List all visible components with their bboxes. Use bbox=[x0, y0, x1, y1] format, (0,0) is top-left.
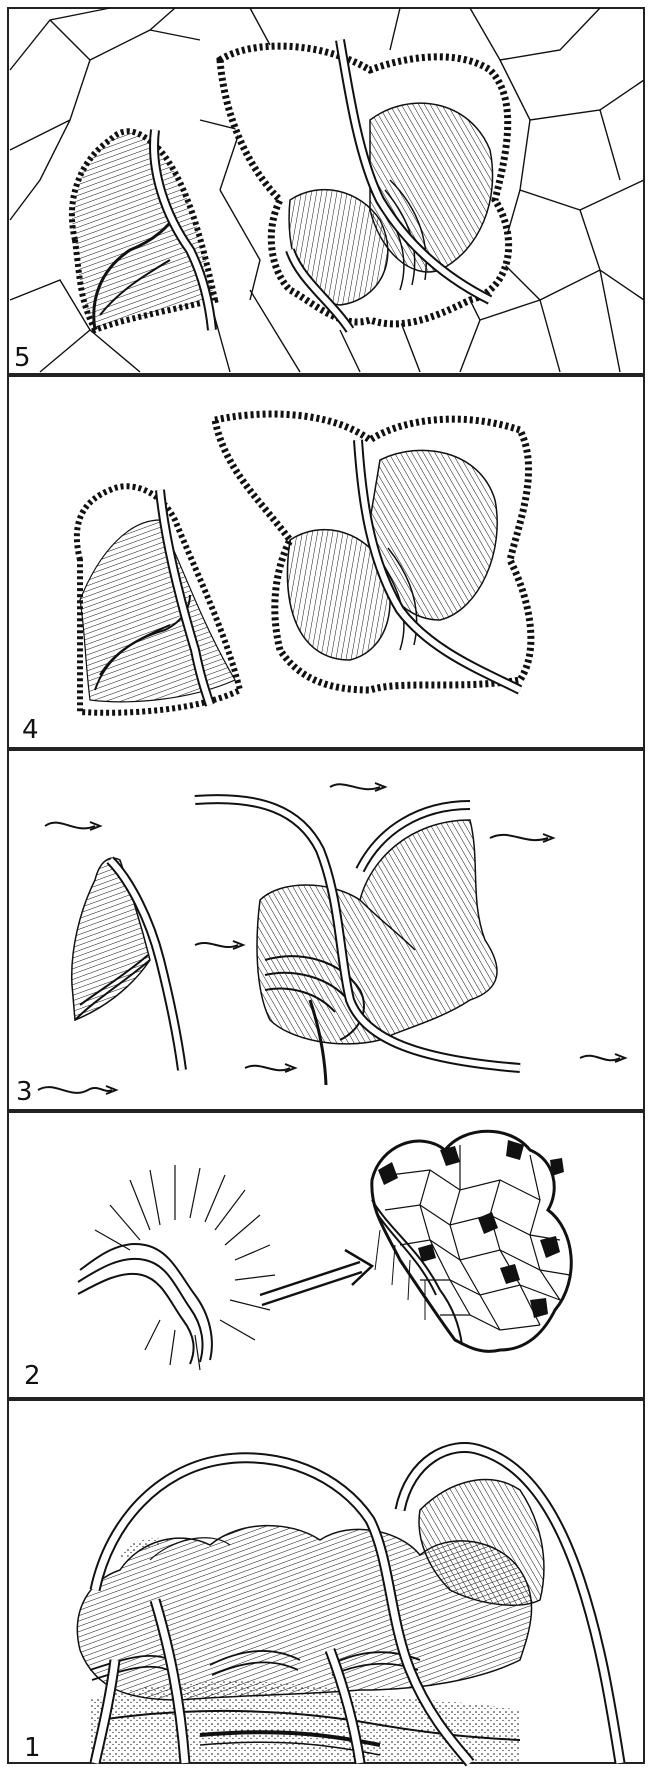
panel-3: 3 bbox=[8, 750, 644, 1110]
panel-2-label: 2 bbox=[24, 1361, 41, 1391]
panel-5-label: 5 bbox=[14, 343, 31, 373]
panel-4: 4 bbox=[8, 376, 644, 748]
panel-5: 5 bbox=[8, 8, 644, 374]
panel-2: 2 bbox=[8, 1112, 644, 1398]
panel-3-label: 3 bbox=[16, 1077, 33, 1107]
panel-1-label: 1 bbox=[24, 1733, 41, 1763]
panel-4-label: 4 bbox=[22, 715, 39, 745]
panel-1: 1 bbox=[8, 1400, 644, 1763]
